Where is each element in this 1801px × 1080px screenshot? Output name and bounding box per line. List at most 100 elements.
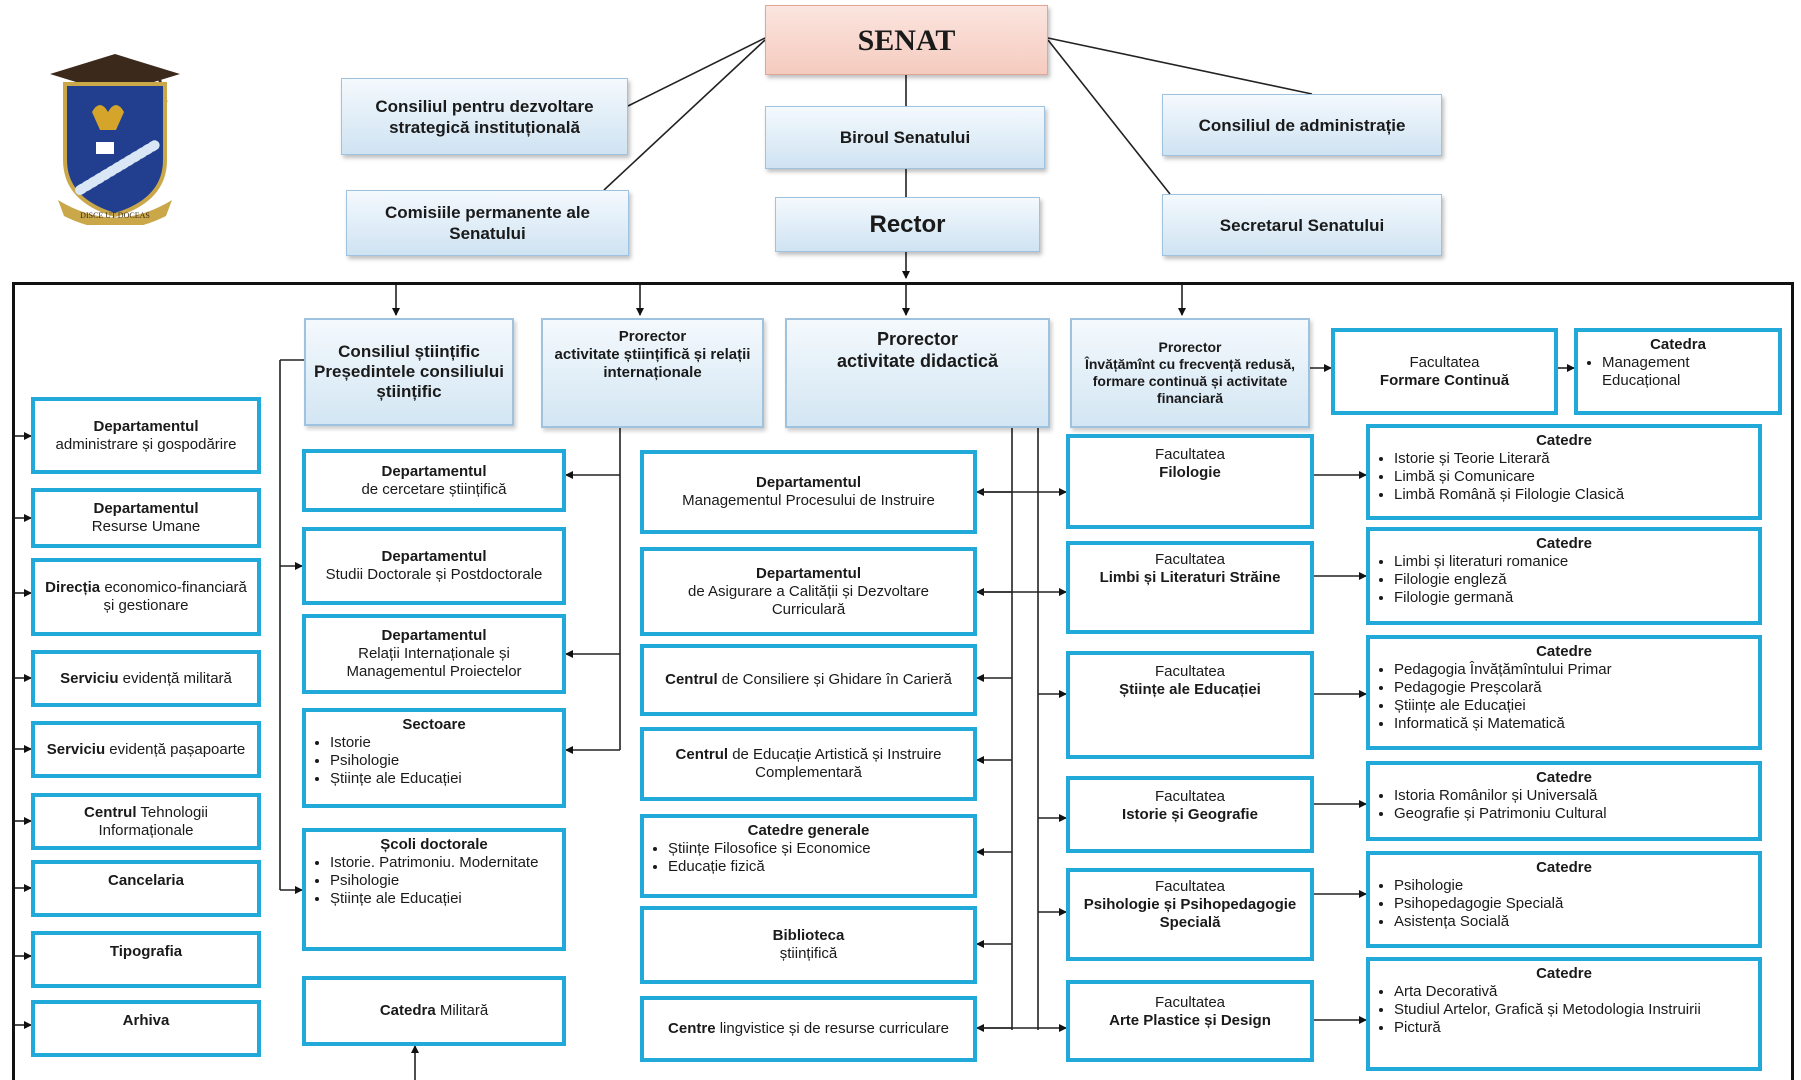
list-item: Istorie și Teorie Literară <box>1394 450 1752 468</box>
box-bold: Departamentul <box>755 564 862 582</box>
list-item: Istorie <box>330 734 556 752</box>
biroul-senatului-box: Biroul Senatului <box>765 106 1045 169</box>
box-bold: Departamentul <box>381 548 487 565</box>
box-text: Studii Doctorale și Postdoctorale <box>325 566 543 583</box>
prorector-didactic-title: Prorector <box>876 329 959 349</box>
list-item: Geografie și Patrimoniu Cultural <box>1394 805 1752 823</box>
box-bold: Cancelaria <box>108 872 184 889</box>
fac-name: Istorie și Geografie <box>1122 806 1258 823</box>
box-bold: Centre <box>668 1020 716 1037</box>
consiliul-admin-label: Consiliul de administrație <box>1198 115 1406 135</box>
box-bold: Catedra <box>379 1002 436 1019</box>
list-item: Pedagogia Învățămîntului Primar <box>1394 661 1752 679</box>
prorector-stiintific-title: Prorector <box>618 328 687 345</box>
box-text: științifică <box>779 945 838 962</box>
rector-label: Rector <box>869 211 946 238</box>
comisiile-permanente-box: Comisiile permanente ale Senatului <box>346 190 629 256</box>
catedre-list: Arta Decorativă Studiul Artelor, Grafică… <box>1376 983 1752 1037</box>
sectoare-list: Istorie Psihologie Științe ale Educației <box>312 734 556 788</box>
centrul-educatie-box: Centrul de Educație Artistică și Instrui… <box>640 727 977 801</box>
logo-motto: DISCE UT DOCEAS <box>80 211 150 220</box>
box-line: Centrul de Consiliere și Ghidare în Cari… <box>665 671 952 689</box>
box-bold: Centrul <box>665 671 718 688</box>
prorector-frecventa-title: Prorector <box>1158 339 1222 355</box>
prorector-frecventa-sub: Învățămînt cu frecvență redusă, formare … <box>1084 356 1296 406</box>
catedra-militara-box: Catedra Militară <box>302 976 566 1046</box>
consiliul-stiintific-box: Consiliul științific Președintele consil… <box>304 318 514 426</box>
list-item: Istorie. Patrimoniu. Modernitate <box>330 854 556 872</box>
fac-name: Limbi și Literaturi Străine <box>1099 569 1281 586</box>
fac-top: Facultatea <box>1154 551 1226 568</box>
box-bold: Departamentul <box>93 500 199 517</box>
scoli-doctorale-box: Școli doctorale Istorie. Patrimoniu. Mod… <box>302 828 566 951</box>
fac-top: Facultatea <box>1154 878 1226 895</box>
box-line: Centre lingvistice și de resurse curricu… <box>668 1020 949 1038</box>
biroul-label: Biroul Senatului <box>839 128 971 147</box>
box-line: Direcția economico-financiară și gestion… <box>41 579 251 615</box>
scoli-title: Școli doctorale <box>380 836 488 853</box>
box-text: Resurse Umane <box>91 518 201 535</box>
centrul-ti-box: Centrul Tehnologii Informaționale <box>31 793 261 850</box>
catedre-istorie-box: Catedre Istoria Românilor și Universală … <box>1366 761 1762 841</box>
box-text: economico-financiară și gestionare <box>103 579 247 614</box>
rector-box: Rector <box>775 197 1040 252</box>
sectoare-title: Sectoare <box>402 716 466 733</box>
list-item: Informatică și Matematică <box>1394 715 1752 733</box>
box-text: administrare și gospodărire <box>55 435 237 453</box>
box-bold: Serviciu <box>46 740 106 758</box>
box-bold: Centrul <box>675 746 729 763</box>
catedre-list: Pedagogia Învățămîntului Primar Pedagogi… <box>1376 661 1752 733</box>
catedra-management-box: Catedra Management Educațional <box>1574 328 1782 415</box>
fac-top: Facultatea <box>1154 788 1226 805</box>
catedre-filologie-box: Catedre Istorie și Teorie Literară Limbă… <box>1366 424 1762 520</box>
list-item: Filologie engleză <box>1394 571 1752 589</box>
directia-economico-box: Direcția economico-financiară și gestion… <box>31 558 261 636</box>
list-item: Pedagogie Preșcolară <box>1394 679 1752 697</box>
sectoare-box: Sectoare Istorie Psihologie Științe ale … <box>302 708 566 808</box>
box-bold: Tipografia <box>109 943 183 960</box>
box-line: Serviciu evidență pașapoarte <box>47 741 245 759</box>
catedre-limbi-box: Catedre Limbi și literaturi romanice Fil… <box>1366 527 1762 625</box>
catedre-title: Catedre <box>1536 859 1592 876</box>
facultatea-label: Facultatea <box>1409 353 1480 371</box>
box-text: de Educație Artistică și Instruire Compl… <box>732 746 942 781</box>
list-item: Arta Decorativă <box>1394 983 1752 1001</box>
catedre-generale-list: Științe Filosofice și Economice Educație… <box>650 840 967 876</box>
box-text: de Asigurare a Calității și Dezvoltare C… <box>688 582 929 618</box>
list-item: Limbi și literaturi romanice <box>1394 553 1752 571</box>
consiliul-administratie-box: Consiliul de administrație <box>1162 94 1442 156</box>
scoli-list: Istorie. Patrimoniu. Modernitate Psiholo… <box>312 854 556 908</box>
box-text: Tehnologii Informaționale <box>98 803 208 839</box>
secretarul-label: Secretarul Senatului <box>1219 215 1385 235</box>
list-item: Pictură <box>1394 1019 1752 1037</box>
list-item: Asistența Socială <box>1394 913 1752 931</box>
cancelaria-box: Cancelaria <box>31 860 261 917</box>
box-line: Centrul de Educație Artistică și Instrui… <box>650 746 967 782</box>
list-item: Istoria Românilor și Universală <box>1394 787 1752 805</box>
prorector-didactic-sub: activitate didactică <box>836 351 999 371</box>
catedre-title: Catedre <box>1536 432 1592 449</box>
catedre-generale-box: Catedre generale Științe Filosofice și E… <box>640 814 977 898</box>
catedra-list: Management Educațional <box>1584 354 1772 390</box>
catedre-list: Istoria Românilor și Universală Geografi… <box>1376 787 1752 823</box>
box-bold: Biblioteca <box>772 927 845 944</box>
list-item: Limbă și Comunicare <box>1394 468 1752 486</box>
box-line: Catedra Militară <box>380 1002 488 1020</box>
fac-top: Facultatea <box>1154 663 1226 680</box>
centre-lingvistice-box: Centre lingvistice și de resurse curricu… <box>640 996 977 1062</box>
list-item: Studiul Artelor, Grafică și Metodologia … <box>1394 1001 1752 1019</box>
centrul-consiliere-box: Centrul de Consiliere și Ghidare în Cari… <box>640 644 977 716</box>
box-bold: Departamentul <box>755 474 862 491</box>
catedre-title: Catedre <box>1536 643 1592 660</box>
box-text: lingvistice și de resurse curriculare <box>719 1020 949 1037</box>
consiliul-strategic-label: Consiliul pentru dezvoltare strategică i… <box>375 96 594 137</box>
